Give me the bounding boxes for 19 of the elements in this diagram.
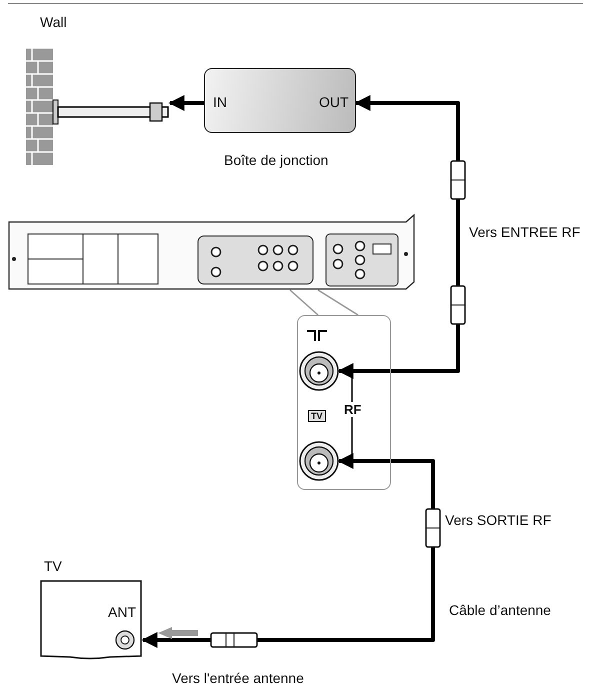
coax-jack	[299, 441, 339, 481]
edge-label: Vers ENTREE RF	[468, 224, 582, 240]
device-rear-panel-drawing	[8, 214, 416, 290]
edge-label: RF	[343, 402, 362, 417]
cable-arrow	[168, 95, 204, 111]
port-label: ANT	[108, 604, 136, 620]
edge-label: Câble d’antenne	[448, 602, 552, 618]
cable-label: Vers l'entrée antenne	[172, 670, 304, 686]
wall-label: Wall	[40, 14, 67, 30]
port-label: OUT	[319, 94, 349, 110]
device-caption: Boîte de jonction	[224, 152, 328, 168]
tv-icon: TV	[308, 410, 326, 422]
junction-box	[204, 68, 356, 133]
cable-label: Vers SORTIE RF	[445, 512, 552, 528]
inset-panel	[297, 315, 391, 490]
device-label: TV	[44, 558, 62, 574]
coax-jack	[299, 351, 339, 391]
port-label: IN	[213, 94, 227, 110]
leader-line	[289, 289, 359, 316]
